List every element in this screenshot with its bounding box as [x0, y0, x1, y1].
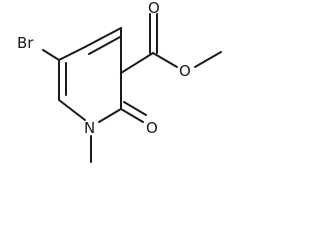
bond-c4-c3-inner [88, 36, 121, 55]
bond-o-methyl [194, 51, 222, 68]
structure-canvas: Br N O O O [17, 0, 222, 163]
atom-bromine-label: Br [17, 34, 34, 52]
bond-c1-o-double-b [123, 101, 147, 116]
bond-n-c6 [58, 99, 86, 121]
bond-c2-ester-c [120, 52, 154, 74]
bond-ester-c-o-single [152, 52, 178, 68]
bond-c1-n [98, 108, 122, 123]
bond-c5-br [42, 49, 60, 61]
atom-ester-carbonyl-oxygen-label: O [148, 0, 160, 17]
atom-ring-carbonyl-oxygen-label: O [146, 119, 158, 137]
bond-c5-c4 [58, 46, 86, 61]
molecule-drawing: Br N O O O [17, 0, 222, 163]
atom-nitrogen-label: N [84, 119, 95, 137]
atom-ester-oxygen-label: O [179, 62, 191, 80]
bond-c4-c3 [84, 27, 122, 48]
bond-c1-o-double-a [120, 108, 144, 123]
